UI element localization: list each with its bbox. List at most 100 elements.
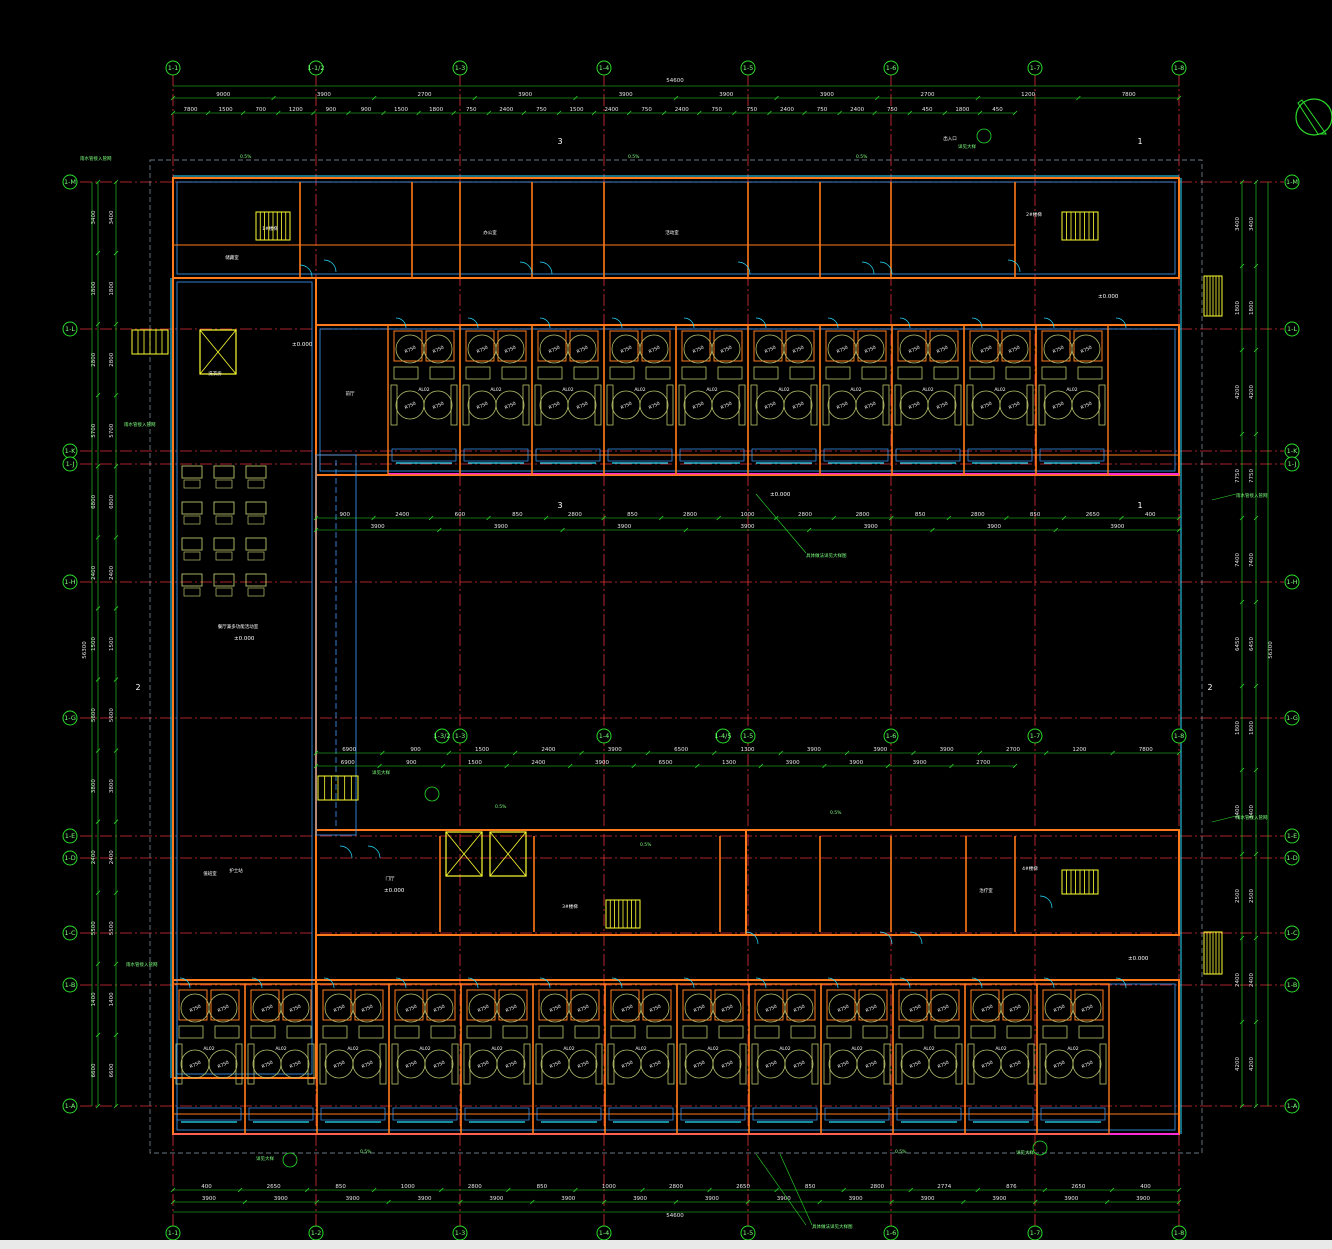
bed-label: AL02	[562, 387, 573, 393]
right-dim-inner-label: 1800	[1235, 301, 1241, 315]
door-swing	[683, 977, 695, 989]
axis-bubble-mid-circle	[434, 728, 450, 744]
axis-bubble-left-label: 1-J	[66, 460, 75, 468]
slope-note: 0.5%	[830, 810, 842, 816]
bathroom-wall	[970, 989, 1000, 1021]
radius-label: R750	[576, 401, 589, 411]
bathroom-wall	[642, 989, 672, 1021]
door-swing	[323, 977, 335, 989]
mid-dim-row2-tick	[930, 527, 935, 533]
axis-bubble-right-label: 1-G	[1286, 714, 1298, 722]
door-swing	[971, 977, 983, 989]
mid-dim-row2-label: 3900	[987, 524, 1001, 530]
section-ref-1-top: 1	[1137, 137, 1142, 146]
turning-circle	[567, 390, 597, 420]
mid2-dim-row1-tick	[911, 750, 916, 756]
right-dim-inner-label: 1800	[1235, 721, 1241, 735]
radius-label: R750	[433, 1004, 446, 1014]
top-dim-row2-tick	[416, 110, 421, 116]
door-swing	[899, 317, 911, 329]
balcony	[320, 1107, 386, 1121]
room-hall: 门厅	[386, 875, 395, 882]
axis-bubble-right-circle	[1284, 710, 1300, 726]
level-mark: ±0.000	[770, 492, 791, 498]
left-dim-inner-tick	[113, 748, 119, 753]
top-dim-row1-label: 1200	[1021, 92, 1035, 98]
wardrobe	[595, 1043, 603, 1085]
detail-ref: 详见大样	[372, 769, 390, 776]
door-swing	[737, 261, 751, 275]
axis-bubble-right-label: 1-J	[1288, 460, 1297, 468]
right-dim-tick	[1253, 851, 1259, 857]
bed	[825, 366, 851, 380]
bed-label: AL02	[923, 1046, 934, 1052]
radius-label: R750	[864, 345, 877, 355]
wardrobe	[319, 1043, 327, 1085]
mid-dim-row1-tick	[658, 515, 664, 521]
turning-circle	[640, 993, 670, 1023]
bathroom-wall	[538, 989, 568, 1021]
top-dim-row2-tick	[521, 110, 527, 116]
stair-5	[317, 775, 359, 801]
top-dim-row2-label: 7800	[184, 107, 198, 113]
balcony	[176, 1107, 242, 1121]
radius-label: R750	[836, 345, 849, 355]
wardrobe	[810, 384, 818, 426]
mid2-dim-row2-tick	[504, 763, 509, 769]
door-swing	[971, 317, 983, 329]
axis-bubble-left-label: 1-H	[64, 578, 75, 586]
slope-note: 0.5%	[628, 154, 640, 160]
bottom-dim-row1-tick	[889, 1199, 894, 1205]
bottom-dim-row2-tick	[640, 1187, 645, 1193]
top-dim-row2-label: 900	[326, 107, 337, 113]
top-dim-row1-label: 3900	[719, 92, 733, 98]
top-dim-row2-label: 900	[361, 107, 372, 113]
left-dim-inner-tick	[113, 1103, 119, 1109]
turning-circle	[1000, 1049, 1030, 1079]
mid-dim-row1-label: 1000	[741, 512, 755, 518]
bed	[897, 366, 923, 380]
wardrobe	[955, 1043, 963, 1085]
bed-label: AL02	[707, 1046, 718, 1052]
radius-label: R750	[476, 345, 489, 355]
bottom-dim-row2-label: 876	[1006, 1184, 1017, 1190]
bottom-dim-row1-tick	[817, 1199, 822, 1205]
room-stair-3: 3#楼梯	[562, 903, 578, 910]
radius-label: R750	[405, 1004, 418, 1014]
left-dim-tick	[95, 1032, 101, 1038]
bathroom-wall	[825, 330, 855, 362]
mid2-dim-row1-tick	[380, 750, 385, 756]
top-dim-row2-label: 750	[712, 107, 723, 113]
door-swing	[611, 977, 623, 989]
mid2-dim-row1-label: 1200	[1072, 747, 1086, 753]
section-ref-3-mid: 3	[557, 501, 562, 510]
mid2-dim-row1-tick	[844, 750, 850, 756]
mid2-dim-row2-label: 3900	[595, 760, 609, 766]
mid-dim-row2-tick	[437, 527, 442, 533]
gutter-note: 雨水管接入管网	[80, 155, 112, 162]
bottom-dim-row2-label: 2650	[736, 1184, 750, 1190]
door-swing	[367, 845, 381, 859]
mid-dim-row2-label: 3900	[741, 524, 755, 530]
mid2-dim-row1-label: 1500	[475, 747, 489, 753]
door-swing	[467, 317, 479, 329]
axis-bubble-bottom-label: 1-4	[599, 1229, 610, 1237]
mid-dim-row2-label: 3900	[617, 524, 631, 530]
door-swing	[323, 259, 337, 273]
top-dim-row2-tick	[977, 110, 983, 116]
axis-bubble-right-circle	[1284, 977, 1300, 993]
left-dim-tick	[95, 464, 101, 469]
wardrobe	[307, 1043, 315, 1085]
bed-label: AL02	[850, 387, 861, 393]
bathroom-wall	[1073, 330, 1103, 362]
elevator-shaft	[489, 831, 527, 877]
left-dim-label: 5500	[91, 921, 97, 935]
turning-circle	[352, 993, 382, 1023]
bed-label: AL02	[635, 1046, 646, 1052]
top-dim-row2-tick	[346, 110, 351, 116]
axis-bubble-left-circle	[62, 174, 78, 190]
right-dim-tick	[1253, 263, 1259, 269]
